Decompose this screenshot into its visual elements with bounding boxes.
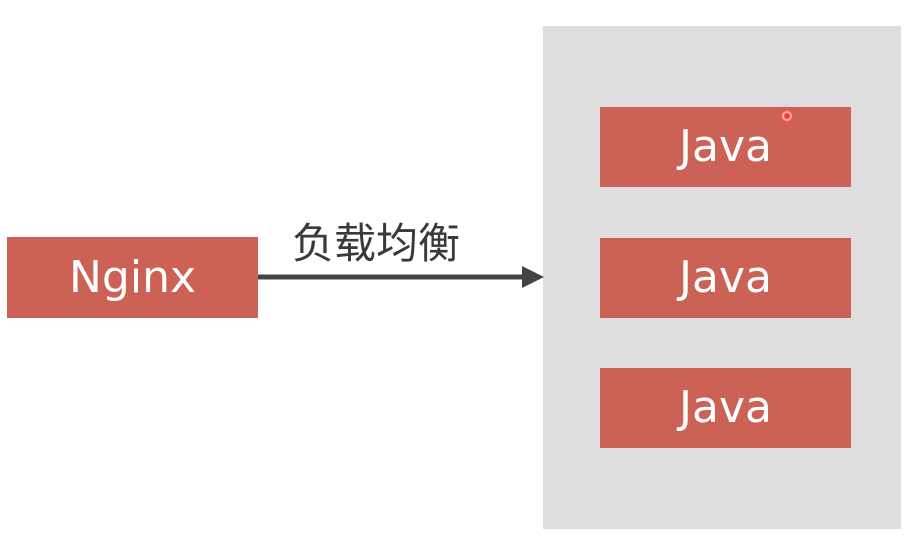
nginx-node: Nginx <box>7 237 258 318</box>
cursor-dot-icon <box>782 111 792 121</box>
java-node-3: Java <box>600 368 851 448</box>
java-node-label: Java <box>679 252 772 303</box>
java-node-1: Java <box>600 107 851 187</box>
java-node-label: Java <box>679 121 772 172</box>
java-node-label: Java <box>679 382 772 433</box>
load-balance-label: 负载均衡 <box>292 219 461 268</box>
arrow-head-icon <box>522 266 544 288</box>
java-node-2: Java <box>600 238 851 318</box>
nginx-node-label: Nginx <box>69 251 196 303</box>
